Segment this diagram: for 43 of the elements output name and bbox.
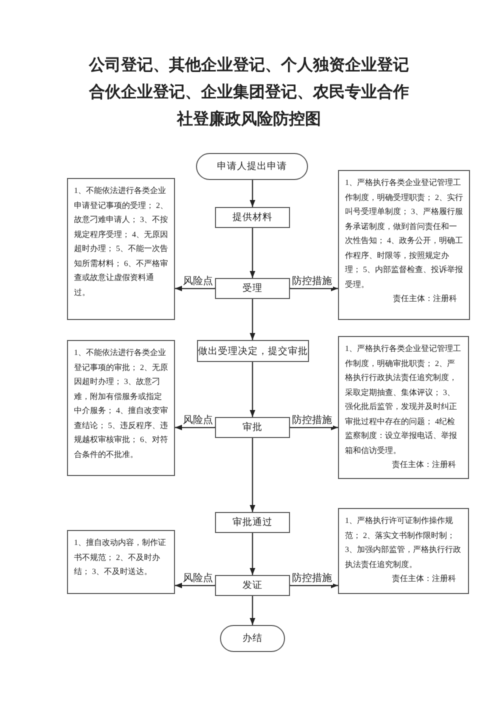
arrow: [290, 286, 338, 292]
edge-label: 风险点: [182, 572, 214, 584]
list-text: 1、严格执行各类企业登记管理工作制度，明确审批职责； 2、严格执行行政执法责任追究制度，采取定期抽查、集体评议； 3、强化批后监管，发现并及时纠正审批过程中存在的问题； 4纪检监察制度：设立举报电话、举报箱和信访受理。: [345, 343, 462, 456]
arrow: [250, 533, 256, 575]
text-box: [338, 508, 469, 594]
responsibility-text: 责任主体：注册科: [391, 459, 457, 471]
list-text: 1、不能依法进行各类企业登记事项的审批； 2、无原因超时办理； 3、故意刁难，附加有偿服务或指定中介服务； 4、擅自改变审查结论； 5、违反程序、违规越权审核审批； 6、对符合条件的不批准。: [74, 347, 168, 460]
edge-label: 防控措施: [291, 276, 333, 288]
text-box: [67, 340, 175, 476]
text-box: [67, 178, 175, 320]
process-box: 提供材料: [215, 207, 290, 228]
process-box: 做出受理决定，提交审批: [197, 340, 309, 362]
list-text: 1、严格执行许可证制作操作规范； 2、落实文书制作限时制； 3、加强内部监管，严格执行行政执法责任追究制度。: [345, 515, 462, 570]
arrow: [290, 582, 338, 588]
arrow: [175, 286, 215, 292]
terminal-box: 办结: [220, 625, 285, 652]
terminal-box: 申请人提出申请: [196, 153, 308, 180]
list-text: 1、不能依法进行各类企业申请登记事项的受理； 2、故意刁难申请人； 3、不按规定程序受理； 4、无原因超时办理； 5、不能一次告知所需材料； 6、不严格审查或故意让虚假资料通过。: [74, 185, 168, 298]
edge-label: 防控措施: [291, 572, 333, 584]
edge-label: 防控措施: [291, 414, 333, 426]
process-box: 受理: [215, 278, 290, 299]
arrow: [250, 596, 256, 625]
arrow: [290, 424, 338, 430]
list-text: 1、严格执行各类企业登记管理工作制度，明确受理职责； 2、实行叫号受理单制度； 3、严格履行服务承诺制度，做到首问责任和一次性告知； 4、政务公开，明确工作程序、时限等，按照规定办理； 5、内部监督检查、投诉举报受理。: [345, 177, 463, 290]
arrow: [175, 424, 215, 430]
process-box: 发证: [215, 575, 290, 596]
responsibility-text: 责任主体：注册科: [391, 573, 457, 585]
text-box: [67, 530, 175, 594]
process-box: 审批: [215, 417, 290, 438]
arrow: [250, 180, 256, 207]
responsibility-text: 责任主体：注册科: [392, 293, 458, 305]
edge-label: 风险点: [182, 276, 214, 288]
list-text: 1、擅自改动内容，制作证书不规范； 2、不及时办结； 3、不及时送达。: [74, 537, 167, 578]
arrow: [250, 438, 256, 512]
arrow: [250, 362, 256, 417]
arrow: [175, 582, 215, 588]
text-box: [338, 336, 469, 479]
edge-label: 风险点: [182, 414, 214, 426]
arrow: [250, 228, 256, 278]
arrow: [250, 299, 256, 340]
title: 公司登记、其他企业登记、个人独资企业登记合伙企业登记、企业集团登记、农民专业合作社登廉政风险防控图: [88, 56, 410, 130]
process-box: 审批通过: [215, 512, 290, 533]
text-box: [338, 170, 470, 320]
